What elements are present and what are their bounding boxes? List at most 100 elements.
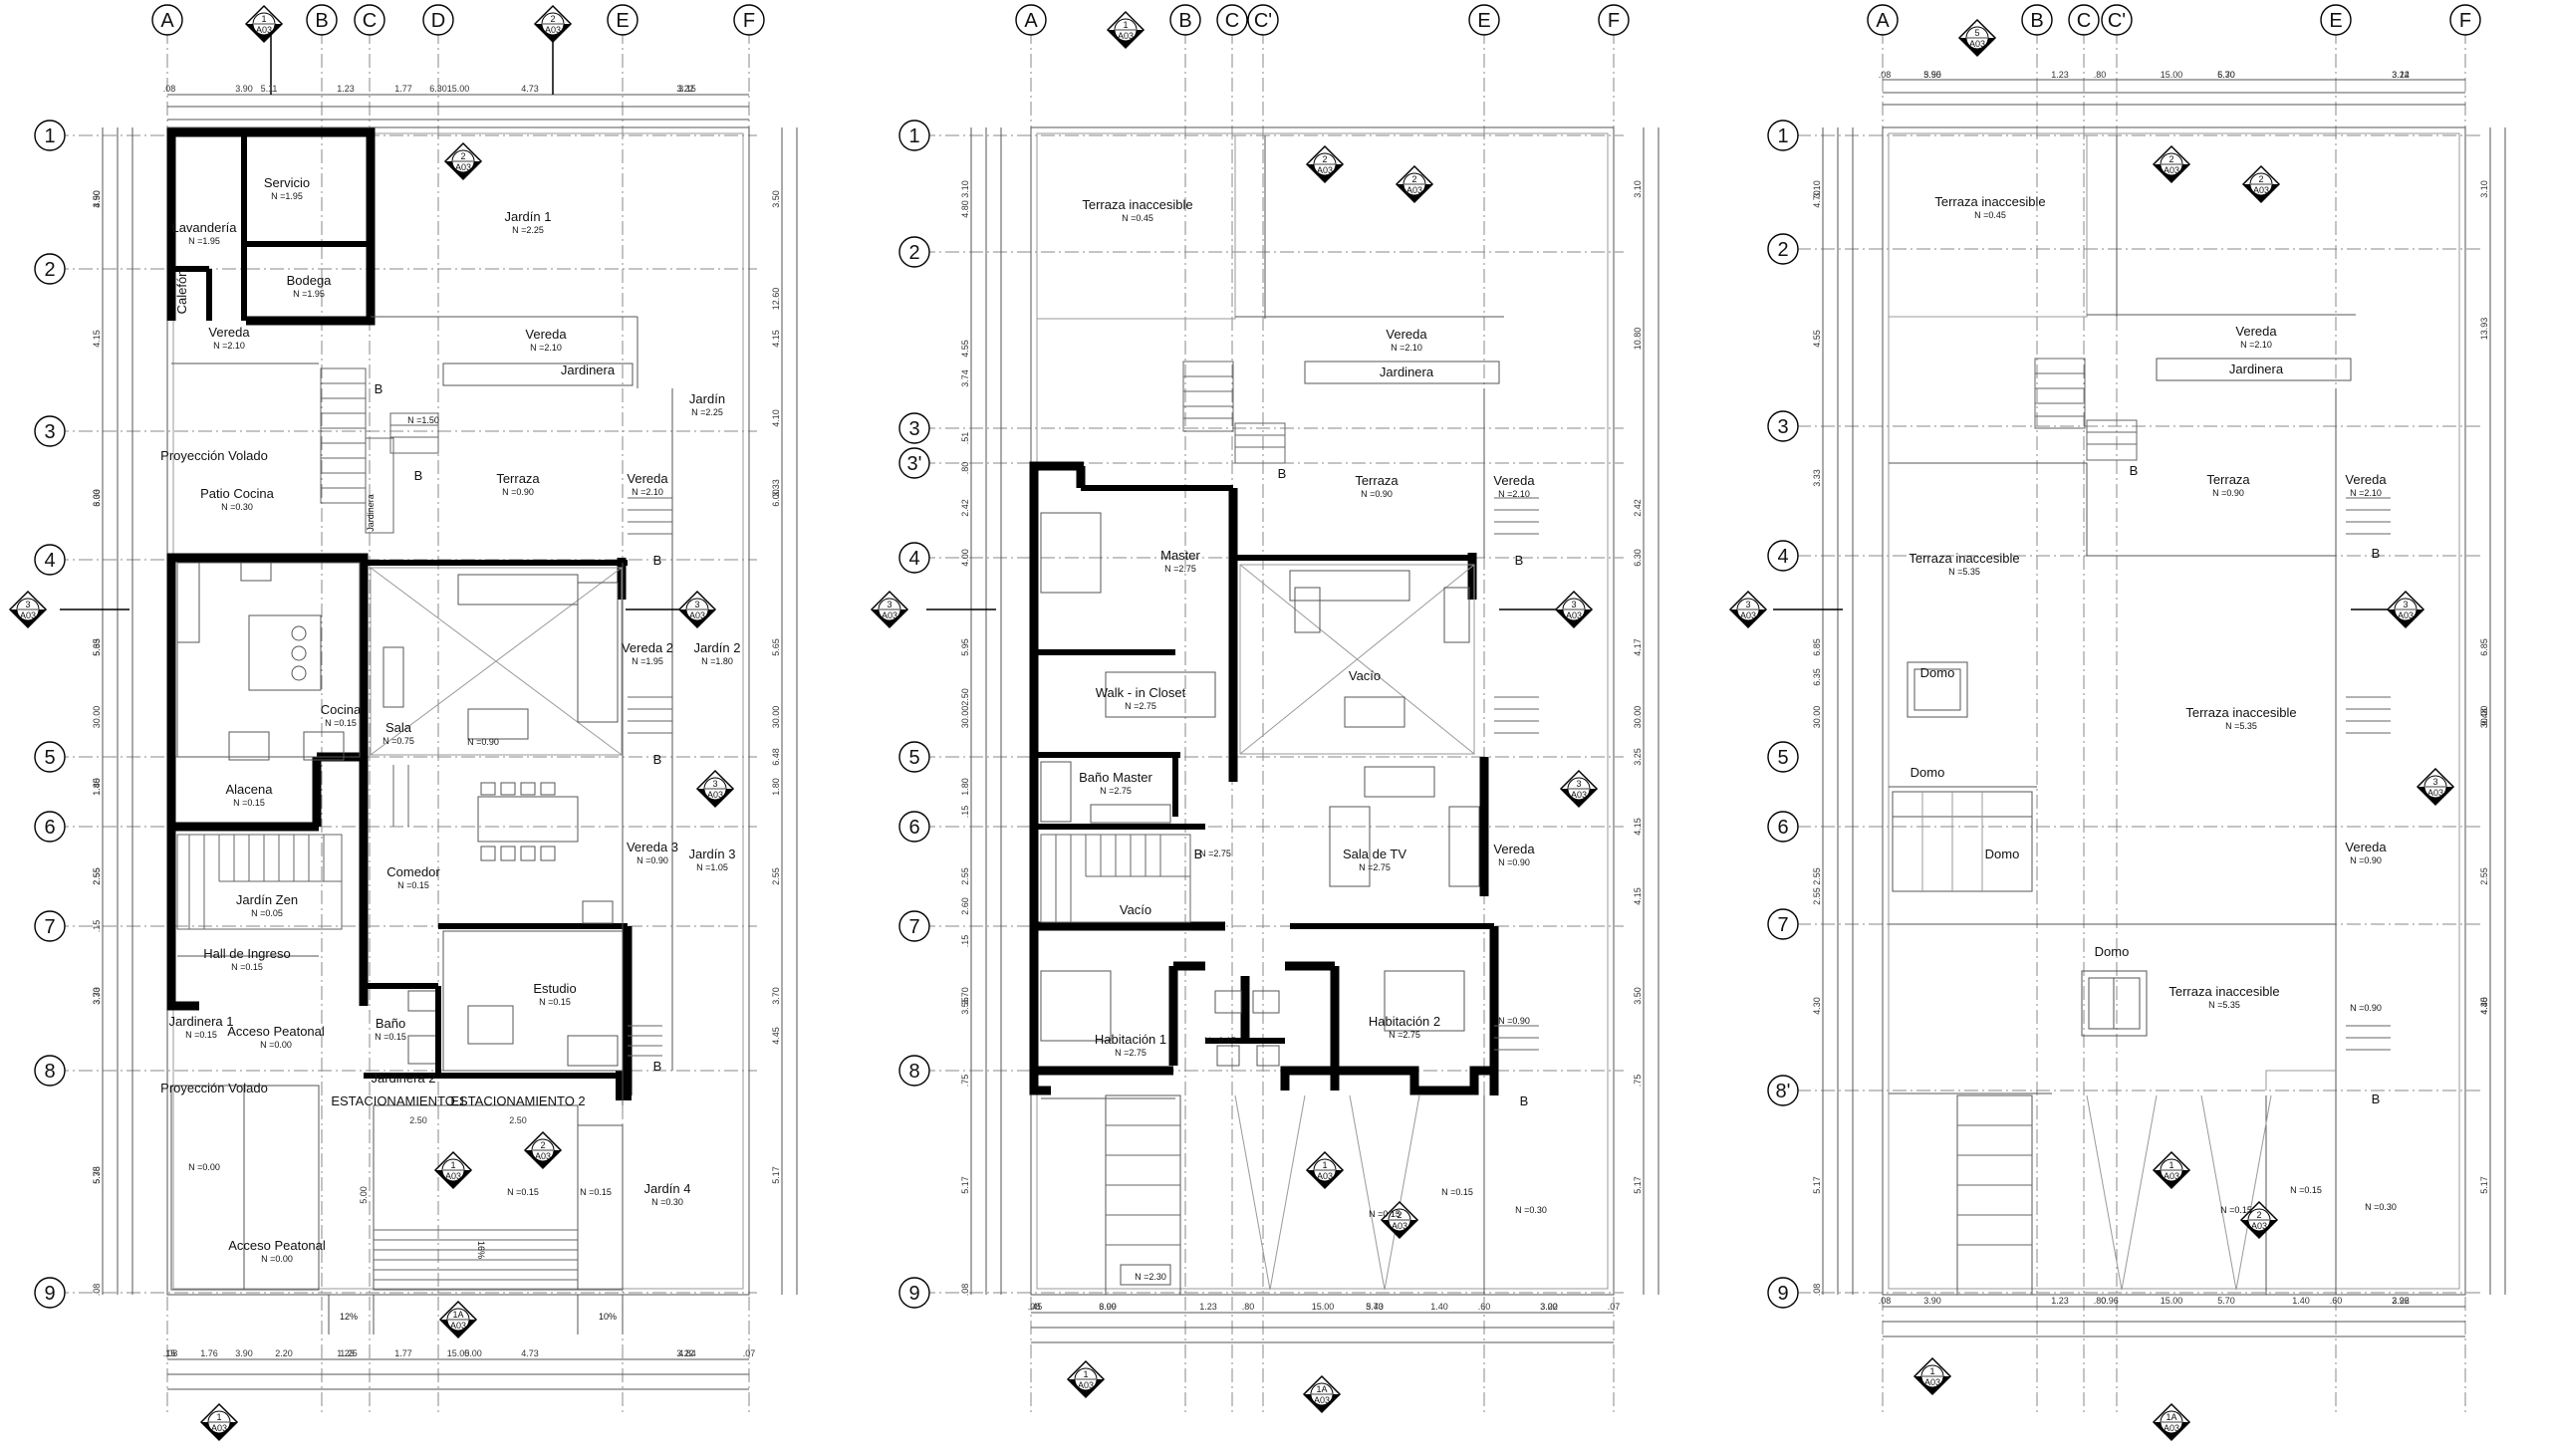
- axis-p1-row-8-circle: [34, 1277, 66, 1309]
- p2-bot-13: .07: [1608, 1302, 1621, 1312]
- plan1-room-19: Jardín 3N =1.05: [689, 847, 736, 872]
- axis-p1-row-2-circle: [34, 415, 66, 447]
- plan1-room-4-level: N =2.25: [512, 225, 544, 235]
- plan1-room-31-level: N =0.30: [651, 1197, 683, 1207]
- section-tag-16-num: 1: [1322, 1160, 1327, 1170]
- plan-ground-floor: [166, 126, 750, 1335]
- axis-p1-col-3: D: [422, 4, 454, 36]
- section-tag-7-num: 2: [540, 1140, 545, 1150]
- p1-bot-0: 1.76: [200, 1348, 218, 1358]
- p2-left-3: 3.74: [960, 369, 970, 387]
- axis-p2-row-6: 6: [898, 811, 930, 843]
- p1-right-13: 30.00: [771, 706, 781, 729]
- level-mark-1-4: N =0.30: [1515, 1205, 1547, 1215]
- plan1-room-20-level: N =0.05: [251, 908, 283, 918]
- p2-bot-12: 15.00: [1312, 1302, 1335, 1312]
- section-tag-20-num: 5: [1974, 28, 1979, 38]
- p1-left-13: 5.78: [92, 1166, 102, 1184]
- p2-bot-1: 6.09: [1099, 1302, 1117, 1312]
- p1-left-5: 5.65: [92, 638, 102, 656]
- car-dim-1: 2.50: [509, 1115, 527, 1125]
- axis-p3-row-2-label: 3: [1777, 416, 1788, 438]
- p3-top-0: 15.00: [2161, 70, 2183, 80]
- p2-left-16: 3.55: [960, 997, 970, 1015]
- level-mark-0-2: N =0.00: [188, 1162, 220, 1172]
- axis-p2-row-2-circle: [898, 412, 930, 444]
- level-mark-1-1: N =0.90: [1498, 1016, 1530, 1026]
- axis-p3-row-0-circle: [1767, 120, 1799, 151]
- p3-left-6: 2.55: [1812, 867, 1822, 885]
- plan2-room-13-name: Habitación 2: [1369, 1014, 1440, 1029]
- section-tag-8-sheet: A03: [450, 1321, 466, 1331]
- p2-left-2: 4.55: [960, 340, 970, 358]
- p3-bot-1: 1.40: [2292, 1296, 2310, 1306]
- plan1-room-15-level: N =1.95: [632, 656, 663, 666]
- section-tag-15-num: 3: [1576, 779, 1581, 789]
- plan1-room-24-name: Jardinera 1: [168, 1014, 233, 1029]
- axis-p2-col-0-label: A: [1024, 10, 1038, 32]
- plan2-room-9-level: N =2.75: [1359, 862, 1391, 872]
- plan1-room-14-name: Sala: [385, 720, 412, 735]
- axis-p3-col-2-label: C: [2077, 10, 2091, 32]
- section-tag-21-sheet: A03: [2164, 165, 2179, 175]
- axis-p3-row-0: 1: [1767, 120, 1799, 151]
- section-mark-b-4: B: [653, 1059, 662, 1074]
- plan1-room-31: Jardín 4N =0.30: [644, 1181, 691, 1207]
- plan3-room-0-name: Terraza inaccesible: [1934, 194, 2045, 209]
- axis-p2-row-1-label: 2: [908, 242, 919, 264]
- plan3-room-8-name: Domo: [1911, 765, 1945, 780]
- plan1-room-3-level: N =1.95: [293, 289, 325, 299]
- plan3-room-4-level: N =2.10: [2350, 488, 2382, 498]
- axis-p3-col-5-label: F: [2459, 10, 2471, 32]
- p3-top-9: 3.14: [2392, 70, 2410, 80]
- axis-p1-col-1-circle: [306, 4, 338, 36]
- axis-p2-col-4-circle: [1468, 4, 1500, 36]
- section-tag-3-sheet: A03: [20, 610, 36, 620]
- level-mark-1-3: N =0.15: [1441, 1187, 1473, 1197]
- level-mark-0-1: N =0.90: [467, 737, 499, 747]
- section-tag-6-num: 1: [450, 1160, 455, 1170]
- p1-bot-2: 1.25: [340, 1348, 358, 1358]
- axis-p1-col-4: E: [607, 4, 638, 36]
- axis-p1-row-6: 7: [34, 910, 66, 942]
- axis-p2-row-0-circle: [898, 120, 930, 151]
- axis-p3-row-5: 6: [1767, 811, 1799, 843]
- p2-right-7: 4.15: [1633, 887, 1643, 905]
- p1-left-7: 1.80: [92, 778, 102, 796]
- axis-p3-row-5-label: 6: [1777, 817, 1788, 839]
- plan2-room-11-name: Vacío: [1120, 902, 1151, 917]
- level-mark-2-0: N =0.90: [2350, 1003, 2382, 1013]
- axis-p1-row-3-circle: [34, 544, 66, 576]
- p1-right-12: 3.33: [771, 479, 781, 497]
- p2-left-14: .15: [960, 935, 970, 948]
- axis-p3-row-0-label: 1: [1777, 125, 1788, 147]
- axis-p3-row-1-circle: [1767, 233, 1799, 265]
- p1-top-a-8: 6.30: [429, 84, 447, 94]
- axis-p1-row-6-label: 7: [44, 916, 55, 938]
- axis-p2-row-5-circle: [898, 741, 930, 773]
- plan3-room-5-name: Terraza inaccesible: [1909, 551, 2019, 566]
- section-tag-11-num: 2: [1322, 154, 1327, 164]
- section-tag-2-sheet: A03: [455, 162, 471, 172]
- plan1-room-7: Jardinera: [561, 363, 616, 377]
- p2-left-5: .80: [960, 462, 970, 475]
- plan1-room-4: Jardín 1N =2.25: [505, 209, 552, 235]
- axis-p1-row-5: 6: [34, 811, 66, 843]
- plan3-room-3-level: N =0.90: [2212, 488, 2244, 498]
- axis-p1-col-5: F: [733, 4, 765, 36]
- axis-p2-row-0-label: 1: [908, 125, 919, 147]
- plan2-room-4-level: N =2.10: [1498, 489, 1530, 499]
- axis-p3-row-4-label: 5: [1777, 747, 1788, 769]
- p1-top-a-6: .08: [163, 84, 176, 94]
- plan1-room-1-level: N =1.95: [271, 191, 303, 201]
